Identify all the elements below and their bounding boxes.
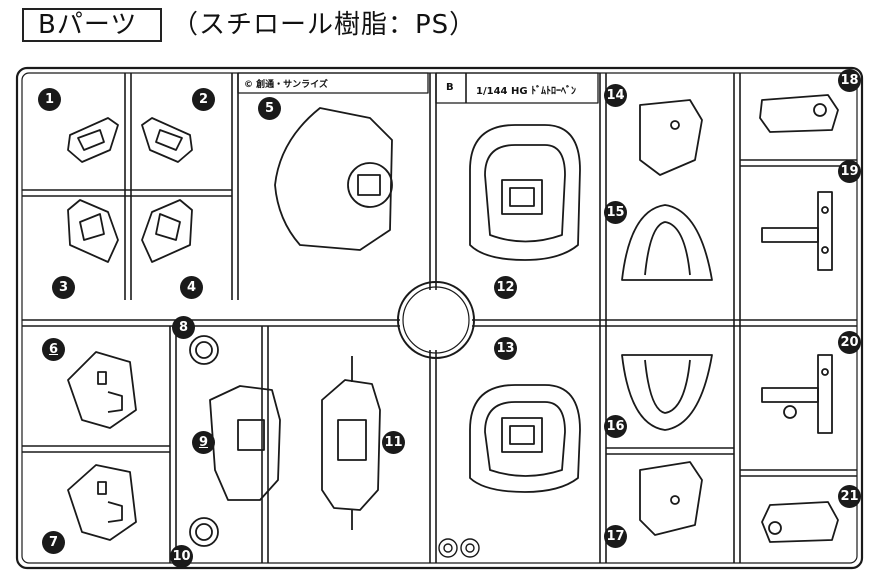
manual-header: Bパーツ （スチロール樹脂：PS）: [0, 0, 879, 52]
gear-marks: [438, 538, 480, 558]
kit-name-tag: 1/144 HG ﾄﾞﾑﾄﾛｰﾍﾞﾝ: [476, 86, 577, 97]
part-12-shape: [469, 124, 581, 261]
part-number-7: 7: [42, 531, 65, 554]
part-2-shape: [141, 117, 193, 163]
part-number-6: 6: [42, 338, 65, 361]
part-17-shape: [639, 461, 703, 536]
part-11-shape: [321, 356, 381, 530]
part-number-4: 4: [180, 276, 203, 299]
runner-gates: [22, 73, 857, 563]
part-number-14: 14: [604, 84, 627, 107]
part-number-11: 11: [382, 431, 405, 454]
part-4-shape: [141, 199, 193, 263]
part-number-2: 2: [192, 88, 215, 111]
runner-hub: [397, 281, 475, 359]
kit-tag-box: [435, 72, 599, 104]
part-number-15: 15: [604, 201, 627, 224]
part-6-shape: [67, 351, 137, 429]
part-8-shape: [189, 335, 219, 365]
material-subtitle: （スチロール樹脂：PS）: [172, 10, 477, 40]
part-10-shape: [189, 517, 219, 547]
part-5-shape: [274, 107, 393, 251]
part-number-8: 8: [172, 316, 195, 339]
copyright-tag: © 創通・サンライズ: [244, 80, 328, 90]
part-19-shape: [761, 191, 833, 271]
part-number-13: 13: [494, 337, 517, 360]
part-number-5: 5: [258, 97, 281, 120]
copyright-tag-box: [237, 72, 429, 94]
part-number-20: 20: [838, 331, 861, 354]
runner-letter-tag: B: [446, 82, 454, 93]
part-20-shape: [761, 354, 833, 434]
part-number-1: 1: [38, 88, 61, 111]
runner-frame: [15, 66, 864, 570]
part-number-9: 9: [192, 431, 215, 454]
part-number-21: 21: [838, 485, 861, 508]
part-18-shape: [759, 94, 839, 133]
runner-frame-inner: [21, 72, 858, 564]
part-number-10: 10: [170, 545, 193, 568]
part-21-shape: [761, 501, 839, 543]
part-1-shape: [67, 117, 119, 163]
part-14-shape: [639, 99, 703, 176]
part-number-18: 18: [838, 69, 861, 92]
part-number-3: 3: [52, 276, 75, 299]
part-7-shape: [67, 464, 137, 541]
part-number-16: 16: [604, 415, 627, 438]
part-number-19: 19: [838, 160, 861, 183]
part-15-shape: [621, 204, 713, 281]
part-16-shape: [621, 354, 713, 431]
part-3-shape: [67, 199, 119, 263]
part-group-title: Bパーツ: [22, 8, 162, 42]
part-number-12: 12: [494, 276, 517, 299]
part-13-shape: [469, 384, 581, 493]
part-9-shape: [209, 385, 281, 501]
part-number-17: 17: [604, 525, 627, 548]
